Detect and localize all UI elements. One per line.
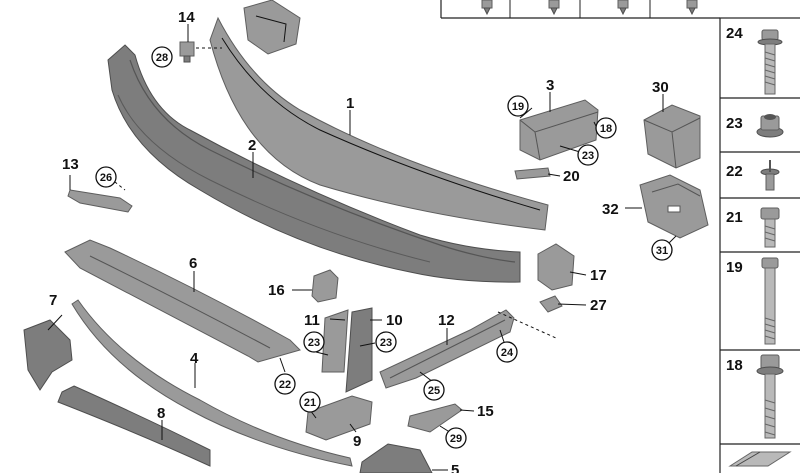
hex-bolt-short-icon <box>760 207 780 248</box>
fastener-label: 23 <box>726 115 743 132</box>
clip-icon <box>617 0 629 16</box>
plate-20 <box>514 167 551 180</box>
fastener-label: 22 <box>726 163 743 180</box>
fastener-label: 21 <box>726 209 743 226</box>
callout-1: 1 <box>346 95 354 112</box>
bracket-13 <box>67 189 133 213</box>
strip-4 <box>71 299 353 467</box>
callout-circle-24: 24 <box>496 341 518 363</box>
circled-callouts: 18 19 21 22 23 23 23 23 24 25 26 28 29 3… <box>95 46 673 449</box>
bracket-14 <box>243 0 301 55</box>
callout-10: 10 <box>386 312 403 329</box>
callout-circle-22: 22 <box>274 373 296 395</box>
svg-text:22: 22 <box>279 379 291 391</box>
callout-circle-29: 29 <box>445 427 467 449</box>
svg-text:25: 25 <box>428 385 440 397</box>
holder-32 <box>639 174 709 239</box>
callout-labels: 1 2 3 4 5 6 7 8 9 10 11 12 13 14 15 16 1… <box>49 9 669 473</box>
top-fastener-strip <box>440 0 720 19</box>
clip-28 <box>179 41 195 63</box>
svg-text:23: 23 <box>308 337 320 349</box>
callout-5: 5 <box>451 462 459 473</box>
clip-27 <box>539 295 563 313</box>
svg-text:19: 19 <box>512 101 524 113</box>
callout-7: 7 <box>49 292 57 309</box>
callout-8: 8 <box>157 405 165 422</box>
bar-6 <box>64 239 301 363</box>
bracket-30 <box>643 104 701 169</box>
callout-circle-23: 23 <box>375 331 397 353</box>
plate-15 <box>407 403 463 433</box>
callout-4: 4 <box>190 350 199 367</box>
callout-circle-31: 31 <box>651 239 673 261</box>
side-part-7 <box>23 319 73 391</box>
callout-6: 6 <box>189 255 197 272</box>
bracket-9 <box>305 395 373 441</box>
clip-icon <box>481 0 493 16</box>
callout-13: 13 <box>62 156 79 173</box>
flange-bolt-medium-icon <box>756 354 784 439</box>
callout-circle-18: 18 <box>595 117 617 139</box>
callout-circle-28: 28 <box>151 46 173 68</box>
flange-bolt-long-icon <box>757 29 783 95</box>
callout-15: 15 <box>477 403 494 420</box>
callout-14: 14 <box>178 9 195 26</box>
callout-30: 30 <box>652 79 669 96</box>
svg-text:29: 29 <box>450 433 462 445</box>
key-icon <box>728 451 792 467</box>
callout-circle-21: 21 <box>299 391 321 413</box>
block-16 <box>311 269 339 303</box>
svg-text:18: 18 <box>600 123 612 135</box>
clip-icon <box>548 0 560 16</box>
callout-circle-25: 25 <box>423 379 445 401</box>
part-5 <box>359 443 433 473</box>
svg-text:31: 31 <box>656 245 668 257</box>
svg-text:24: 24 <box>501 347 514 359</box>
svg-text:28: 28 <box>156 52 168 64</box>
bumper-carrier <box>209 16 549 231</box>
callout-16: 16 <box>268 282 285 299</box>
bracket-3 <box>519 99 599 161</box>
fastener-label: 24 <box>726 25 743 42</box>
callout-20: 20 <box>563 168 580 185</box>
callout-12: 12 <box>438 312 455 329</box>
flange-nut-icon <box>756 114 784 138</box>
fastener-label: 18 <box>726 357 743 374</box>
fastener-label: 19 <box>726 259 743 276</box>
bracket-10 <box>345 307 373 393</box>
svg-text:21: 21 <box>304 397 316 409</box>
callout-circle-23: 23 <box>303 331 325 353</box>
callout-circle-26: 26 <box>95 166 117 188</box>
callout-circle-19: 19 <box>507 95 529 117</box>
svg-text:23: 23 <box>582 150 594 162</box>
clip-icon <box>686 0 698 16</box>
callout-17: 17 <box>590 267 607 284</box>
callout-11: 11 <box>304 312 320 329</box>
crash-absorber <box>107 44 521 283</box>
callout-32: 32 <box>602 201 619 218</box>
callout-circle-23: 23 <box>577 144 599 166</box>
callout-3: 3 <box>546 77 554 94</box>
callout-9: 9 <box>353 433 361 450</box>
rivet-icon <box>760 160 780 191</box>
fastener-panel: 24 23 22 21 19 <box>719 17 800 473</box>
hex-bolt-long-icon <box>761 257 779 345</box>
bar-12 <box>379 309 515 389</box>
strip-8 <box>57 385 211 467</box>
callout-27: 27 <box>590 297 607 314</box>
svg-text:23: 23 <box>380 337 392 349</box>
svg-text:26: 26 <box>100 172 112 184</box>
callout-2: 2 <box>248 137 256 154</box>
bracket-17 <box>537 243 575 291</box>
